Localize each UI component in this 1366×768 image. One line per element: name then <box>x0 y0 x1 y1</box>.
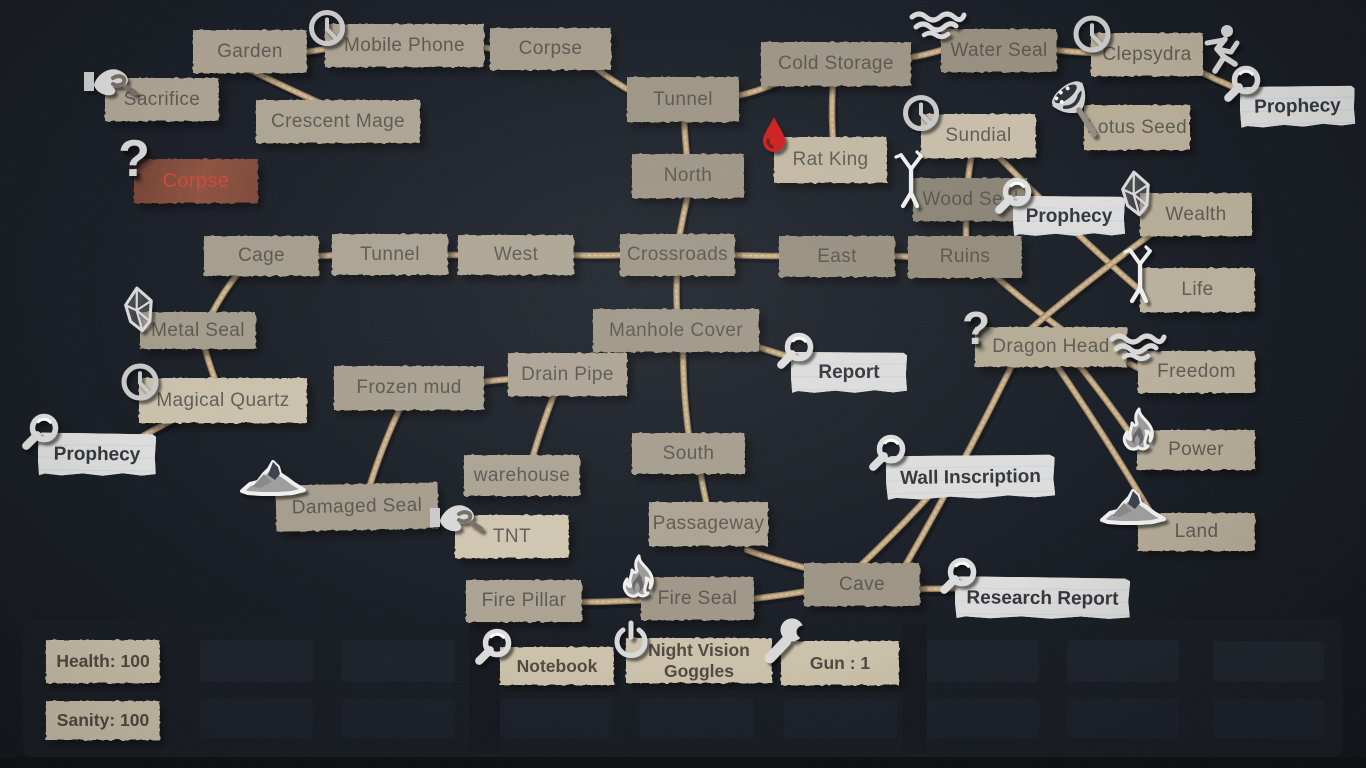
svg-text:?: ? <box>962 302 990 354</box>
svg-text:?: ? <box>118 130 150 188</box>
